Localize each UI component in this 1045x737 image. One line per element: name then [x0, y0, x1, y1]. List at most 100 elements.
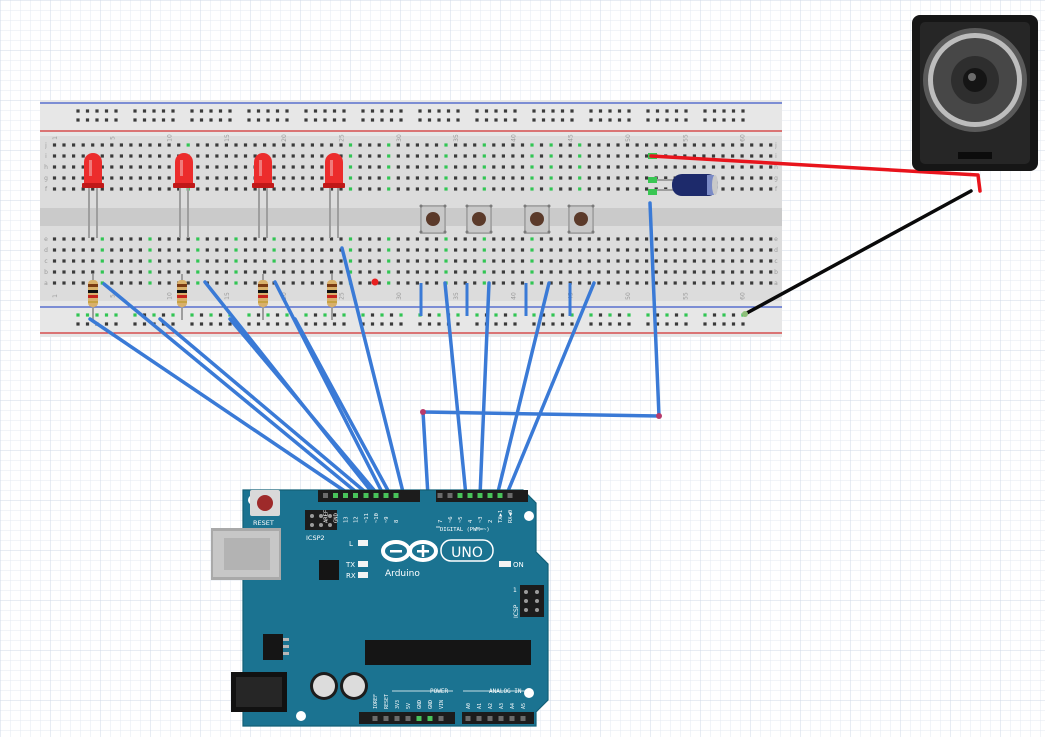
breadboard-hole [625, 237, 630, 241]
rail-hole [323, 118, 327, 122]
rail-hole [703, 118, 707, 122]
breadboard-hole [578, 187, 582, 191]
rail-hole [418, 109, 422, 113]
breadboard-hole [692, 165, 696, 169]
breadboard-hole [310, 248, 314, 252]
breadboard-hole [91, 248, 95, 252]
rail-hole [703, 109, 707, 113]
breadboard-hole [731, 281, 735, 285]
breadboard-hole [625, 154, 630, 158]
breadboard-hole [482, 154, 486, 158]
breadboard-hole [482, 176, 486, 180]
breadboard-hole [597, 259, 601, 263]
breadboard-hole [138, 270, 142, 274]
breadboard-hole [473, 154, 477, 158]
breadboard-hole [683, 281, 687, 285]
rail-hole [608, 322, 612, 326]
breadboard-hole [243, 143, 248, 147]
power-pin-hole [383, 716, 389, 721]
breadboard-hole [731, 143, 735, 147]
mount-hole [296, 711, 306, 721]
rail-hole [741, 322, 745, 326]
breadboard-hole [568, 237, 572, 241]
breadboard-hole [205, 248, 209, 252]
column-number: 60 [740, 292, 747, 300]
breadboard-hole [301, 281, 305, 285]
breadboard-hole [377, 237, 381, 241]
brand-label: Arduino [385, 569, 420, 579]
breadboard-hole [196, 176, 200, 180]
breadboard-hole [167, 248, 171, 252]
breadboard-hole [387, 259, 391, 263]
rail-hole [722, 322, 726, 326]
breadboard-hole [119, 176, 123, 180]
rail-hole [218, 313, 223, 317]
breadboard-hole [625, 281, 630, 285]
breadboard-hole [654, 165, 658, 169]
wire-speaker-signal [421, 201, 661, 498]
breadboard-hole [530, 237, 534, 241]
rail-hole [380, 109, 384, 113]
breadboard-hole [148, 248, 152, 252]
rail-hole [503, 118, 508, 122]
rail-hole [190, 118, 194, 122]
breadboard-hole [110, 281, 114, 285]
column-number: 20 [281, 134, 288, 142]
breadboard-hole [272, 176, 276, 180]
rail-hole [85, 322, 90, 326]
rail-hole [617, 322, 622, 326]
rail-hole [427, 313, 432, 317]
breadboard-hole [692, 143, 696, 147]
breadboard-hole [158, 143, 162, 147]
breadboard-hole [158, 237, 162, 241]
breadboard-hole [215, 154, 219, 158]
rail-hole [712, 118, 717, 122]
breadboard-hole [129, 143, 133, 147]
rail-hole [532, 313, 536, 317]
breadboard-hole [692, 154, 696, 158]
breadboard-hole [501, 143, 505, 147]
rail-hole [665, 109, 669, 113]
breadboard-hole [186, 281, 190, 285]
breadboard-hole [167, 154, 171, 158]
breadboard-hole [291, 259, 295, 263]
breadboard-hole [52, 176, 57, 180]
breadboard-hole [406, 248, 410, 252]
breadboard-hole [100, 187, 104, 191]
wire-end [742, 311, 748, 317]
breadboard-hole [444, 237, 448, 241]
led-base [82, 183, 104, 188]
breadboard-hole [759, 259, 763, 263]
column-number: 50 [625, 292, 632, 300]
breadboard-hole [377, 270, 381, 274]
breadboard-hole [177, 237, 181, 241]
rail-hole [95, 109, 99, 113]
column-number: 1 [52, 136, 59, 140]
breadboard-hole [358, 259, 362, 263]
breadboard-hole [100, 270, 104, 274]
breadboard-hole [750, 270, 754, 274]
breadboard-hole [234, 281, 238, 285]
pushbutton-body [420, 205, 446, 234]
breadboard-hole [711, 259, 716, 263]
breadboard-hole [578, 165, 582, 169]
arduino-uno: RESET ICSP2 [211, 489, 549, 727]
breadboard-hole [492, 259, 496, 263]
rail-hole [380, 118, 384, 122]
rail-hole [674, 109, 679, 113]
rail-hole [684, 109, 688, 113]
icsp-header [520, 585, 544, 617]
breadboard-hole [387, 281, 391, 285]
reset-button[interactable] [250, 490, 280, 516]
breadboard-hole [750, 154, 754, 158]
digital-pin-label: 12 [354, 516, 360, 523]
breadboard-hole [253, 143, 257, 147]
breadboard-hole [673, 270, 677, 274]
digital-pin-label: RX◀0 [508, 510, 514, 523]
digital-pin-label: 2 [488, 520, 494, 523]
breadboard-hole [415, 259, 419, 263]
breadboard-hole [100, 281, 104, 285]
breadboard-hole [597, 237, 601, 241]
